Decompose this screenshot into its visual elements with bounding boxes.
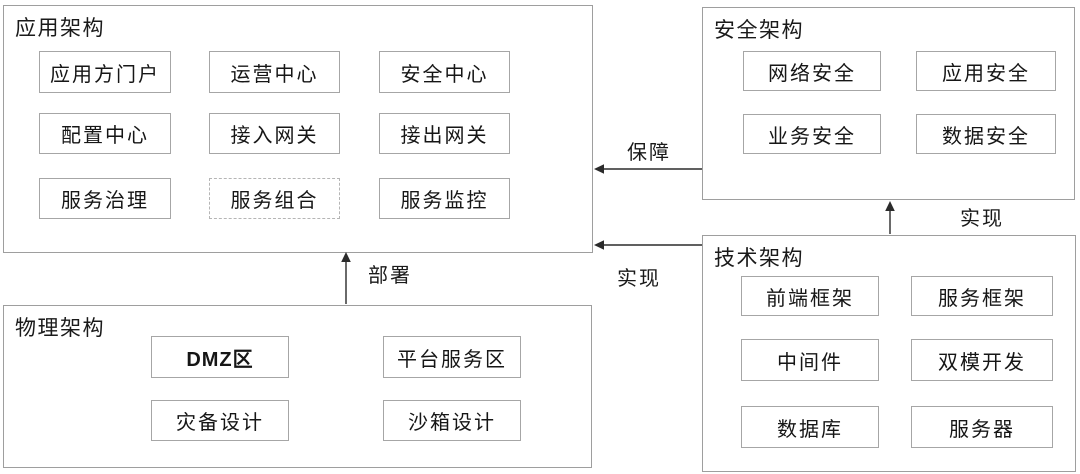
- node-data-security: 数据安全: [916, 114, 1056, 154]
- node-server: 服务器: [911, 406, 1053, 448]
- node-outbound-gateway: 接出网关: [379, 113, 510, 154]
- node-disaster-recovery-design: 灾备设计: [151, 400, 289, 441]
- security-architecture-group: 安全架构 网络安全 应用安全 业务安全 数据安全: [702, 7, 1075, 200]
- node-service-framework: 服务框架: [911, 276, 1053, 316]
- node-app-portal: 应用方门户: [39, 51, 171, 93]
- node-application-security: 应用安全: [916, 51, 1056, 91]
- physical-architecture-group: 物理架构 DMZ区 平台服务区 灾备设计 沙箱设计: [3, 305, 592, 468]
- node-security-center: 安全中心: [379, 51, 510, 93]
- node-platform-service-zone: 平台服务区: [383, 336, 521, 378]
- node-service-governance: 服务治理: [39, 178, 171, 219]
- node-sandbox-design: 沙箱设计: [383, 400, 521, 441]
- node-frontend-framework: 前端框架: [741, 276, 879, 316]
- node-middleware: 中间件: [741, 339, 879, 381]
- guarantee-arrow: [594, 164, 702, 174]
- node-inbound-gateway: 接入网关: [209, 113, 340, 154]
- group-title-security: 安全架构: [714, 19, 804, 42]
- node-business-security: 业务安全: [743, 114, 881, 154]
- deploy-arrow: [341, 252, 351, 304]
- node-dmz-zone: DMZ区: [151, 336, 289, 378]
- arrow-label-deploy: 部署: [368, 265, 412, 287]
- node-network-security: 网络安全: [743, 51, 881, 91]
- group-title-application: 应用架构: [15, 17, 105, 40]
- node-operations-center: 运营中心: [209, 51, 340, 93]
- realize-security-arrow: [885, 201, 895, 234]
- arrow-label-realize-app: 实现: [617, 268, 661, 290]
- node-dual-mode-dev: 双模开发: [911, 339, 1053, 381]
- application-architecture-group: 应用架构 应用方门户 运营中心 安全中心 配置中心 接入网关 接出网关 服务治理…: [3, 5, 593, 253]
- realize-app-arrow: [594, 240, 702, 250]
- node-service-monitoring: 服务监控: [379, 178, 510, 219]
- arrow-label-realize-security: 实现: [960, 208, 1004, 230]
- technical-architecture-group: 技术架构 前端框架 服务框架 中间件 双模开发 数据库 服务器: [702, 235, 1076, 472]
- group-title-physical: 物理架构: [15, 317, 105, 340]
- node-config-center: 配置中心: [39, 113, 171, 154]
- node-database: 数据库: [741, 406, 879, 448]
- arrow-label-guarantee: 保障: [627, 142, 671, 164]
- node-service-composition: 服务组合: [209, 178, 340, 219]
- group-title-technical: 技术架构: [714, 247, 804, 270]
